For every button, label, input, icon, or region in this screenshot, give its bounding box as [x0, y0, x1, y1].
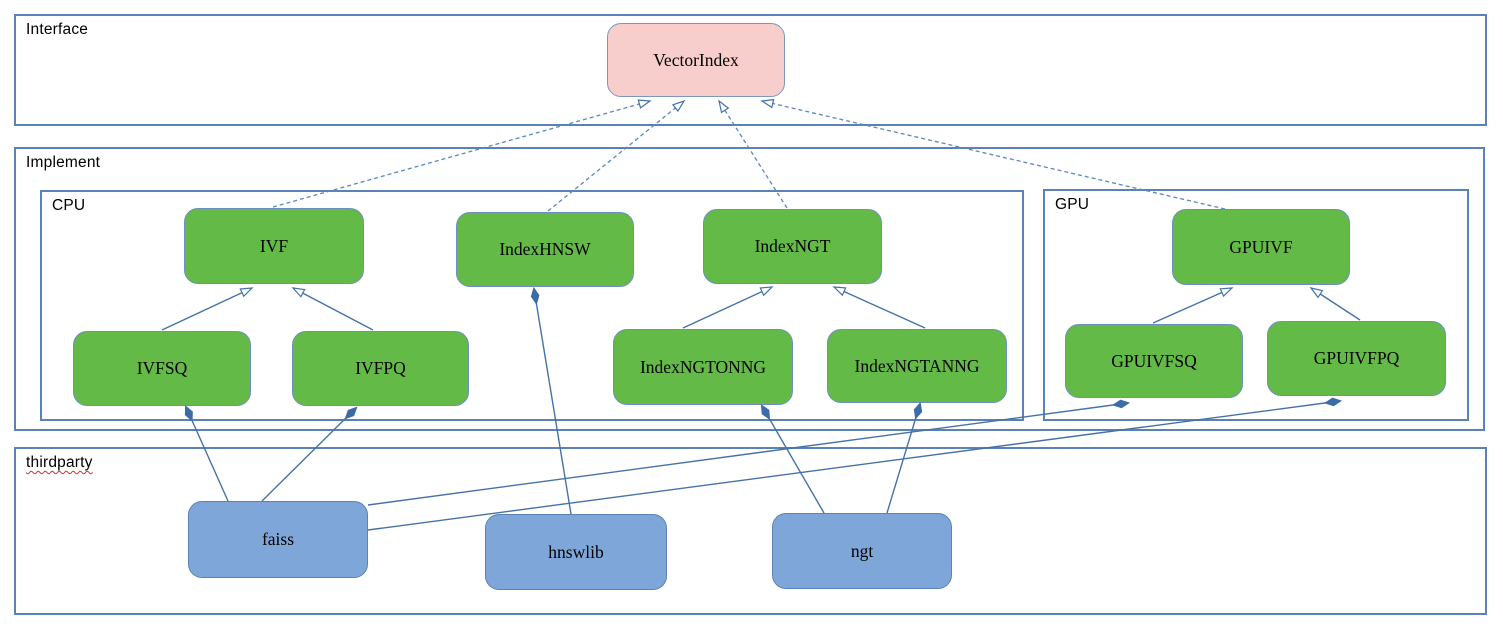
- node-ivfpq-label: IVFPQ: [355, 358, 406, 378]
- node-indexngtonng-label: IndexNGTONNG: [639, 356, 767, 377]
- node-gpuivfpq-label: GPUIVFPQ: [1313, 348, 1400, 368]
- node-gpuivfsq-label: GPUIVFSQ: [1111, 350, 1197, 371]
- node-gpuivf-label: GPUIVF: [1229, 236, 1293, 257]
- group-implement-label: Implement: [26, 154, 101, 171]
- node-indexhnsw-label: IndexHNSW: [499, 239, 591, 259]
- node-indexngtanng-label: IndexNGTANNG: [854, 355, 980, 376]
- node-ngt[interactable]: ngt: [772, 513, 952, 589]
- node-indexngtonng[interactable]: IndexNGTONNG: [613, 329, 793, 405]
- node-ivfsq-label: IVFSQ: [136, 358, 188, 378]
- node-ngt-label: ngt: [850, 540, 874, 561]
- node-ivf-label: IVF: [259, 235, 289, 256]
- node-indexngtanng[interactable]: IndexNGTANNG: [827, 329, 1007, 403]
- node-hnswlib-label: hnswlib: [548, 541, 604, 562]
- node-faiss[interactable]: faiss: [188, 501, 368, 578]
- node-vectorindex[interactable]: VectorIndex: [607, 23, 785, 97]
- node-gpuivf[interactable]: GPUIVF: [1172, 209, 1350, 285]
- node-indexngt-label: IndexNGT: [754, 236, 831, 256]
- group-interface-label: Interface: [26, 21, 89, 38]
- group-thirdparty-label: thirdparty: [26, 454, 93, 471]
- node-ivfpq[interactable]: IVFPQ: [292, 331, 469, 406]
- node-indexngt[interactable]: IndexNGT: [703, 209, 882, 284]
- group-cpu-label: CPU: [52, 197, 86, 214]
- node-faiss-label: faiss: [261, 529, 295, 549]
- node-vectorindex-label: VectorIndex: [653, 49, 739, 70]
- node-ivf[interactable]: IVF: [184, 208, 364, 284]
- node-hnswlib[interactable]: hnswlib: [485, 514, 667, 590]
- node-ivfsq[interactable]: IVFSQ: [73, 331, 251, 406]
- node-indexhnsw[interactable]: IndexHNSW: [456, 212, 634, 287]
- node-gpuivfsq[interactable]: GPUIVFSQ: [1065, 324, 1243, 398]
- node-gpuivfpq[interactable]: GPUIVFPQ: [1267, 321, 1446, 396]
- group-gpu-label: GPU: [1055, 196, 1090, 213]
